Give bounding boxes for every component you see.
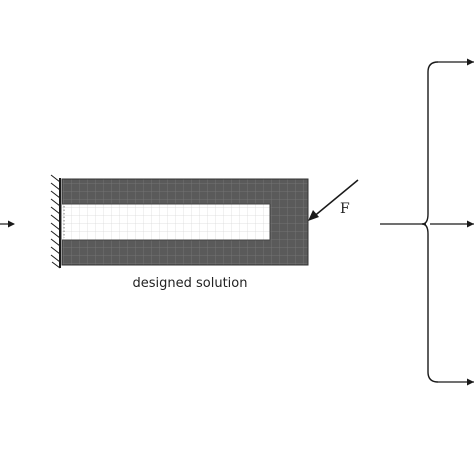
designed-beam — [61, 178, 309, 266]
force-label: F — [340, 201, 350, 217]
branch-brace — [421, 61, 439, 383]
branch-arrows — [430, 58, 474, 386]
force-arrow — [308, 179, 359, 221]
figure-caption: designed solution — [133, 276, 248, 291]
void-region — [62, 204, 270, 240]
incoming-arrow — [0, 220, 15, 228]
fixed-support — [50, 174, 61, 269]
